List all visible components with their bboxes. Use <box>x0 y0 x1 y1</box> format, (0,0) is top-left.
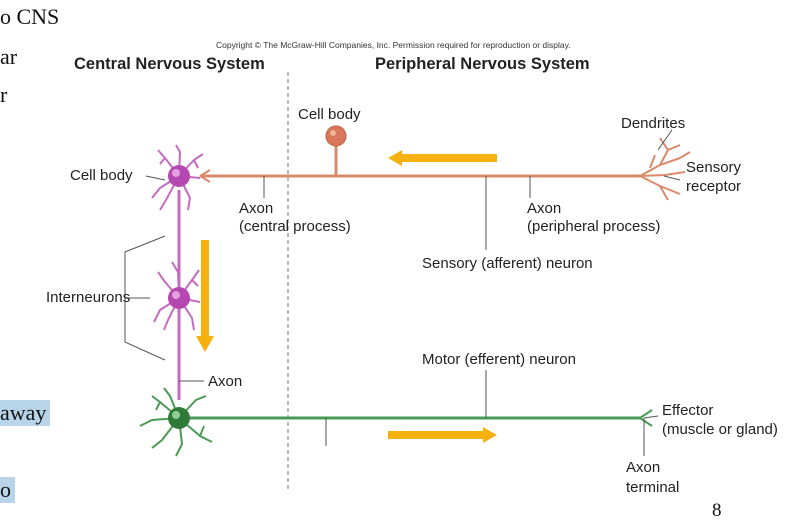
label-axon-central-2: (central process) <box>239 218 351 235</box>
motor-neuron <box>139 387 653 457</box>
motor-direction-arrow <box>388 427 497 443</box>
label-effector-2: (muscle or gland) <box>662 421 778 438</box>
label-axon-motor: Axon <box>208 373 243 390</box>
dendrites-branches <box>639 137 691 201</box>
pns-header: Peripheral Nervous System <box>375 55 590 73</box>
label-cell-body-interneuron: Cell body <box>70 167 133 184</box>
leader-lines <box>145 129 681 456</box>
label-dendrites: Dendrites <box>621 115 686 132</box>
interneuron-top-cell-body <box>168 165 190 187</box>
page-number: 8 <box>712 500 722 521</box>
sensory-direction-arrow <box>388 150 497 166</box>
sensory-neuron <box>199 125 691 201</box>
label-sensory-neuron: Sensory (afferent) neuron <box>422 255 593 272</box>
label-interneurons: Interneurons <box>46 289 131 306</box>
slide-text-line-1: o CNS <box>0 4 60 29</box>
label-axon-peripheral-2: (peripheral process) <box>527 218 661 235</box>
label-effector-1: Effector <box>662 402 714 419</box>
label-axon-peripheral-1: Axon <box>527 200 562 217</box>
label-axon-central-1: Axon <box>239 200 274 217</box>
label-motor-neuron: Motor (efferent) neuron <box>422 351 576 368</box>
cns-header: Central Nervous System <box>74 55 265 73</box>
sensory-cell-body <box>325 125 347 147</box>
motor-cell-body <box>168 407 190 429</box>
interneuron-middle-cell-body <box>168 287 190 309</box>
interneuron-direction-arrow <box>196 240 214 352</box>
label-axon-terminal-1: Axon <box>626 459 661 476</box>
slide-text-line-2: ar <box>0 44 18 69</box>
slide-highlight-line-1: away <box>0 400 51 426</box>
copyright-notice: Copyright © The McGraw-Hill Companies, I… <box>216 40 571 50</box>
label-sensory-receptor-2: receptor <box>686 178 742 195</box>
interneurons-bracket <box>124 235 166 361</box>
slide-text-line-3: r <box>0 82 8 107</box>
slide-highlight-line-2: o <box>0 477 15 503</box>
label-sensory-receptor-1: Sensory <box>686 159 742 176</box>
label-axon-terminal-2: terminal <box>626 479 680 496</box>
label-cell-body-sensory: Cell body <box>298 106 361 123</box>
